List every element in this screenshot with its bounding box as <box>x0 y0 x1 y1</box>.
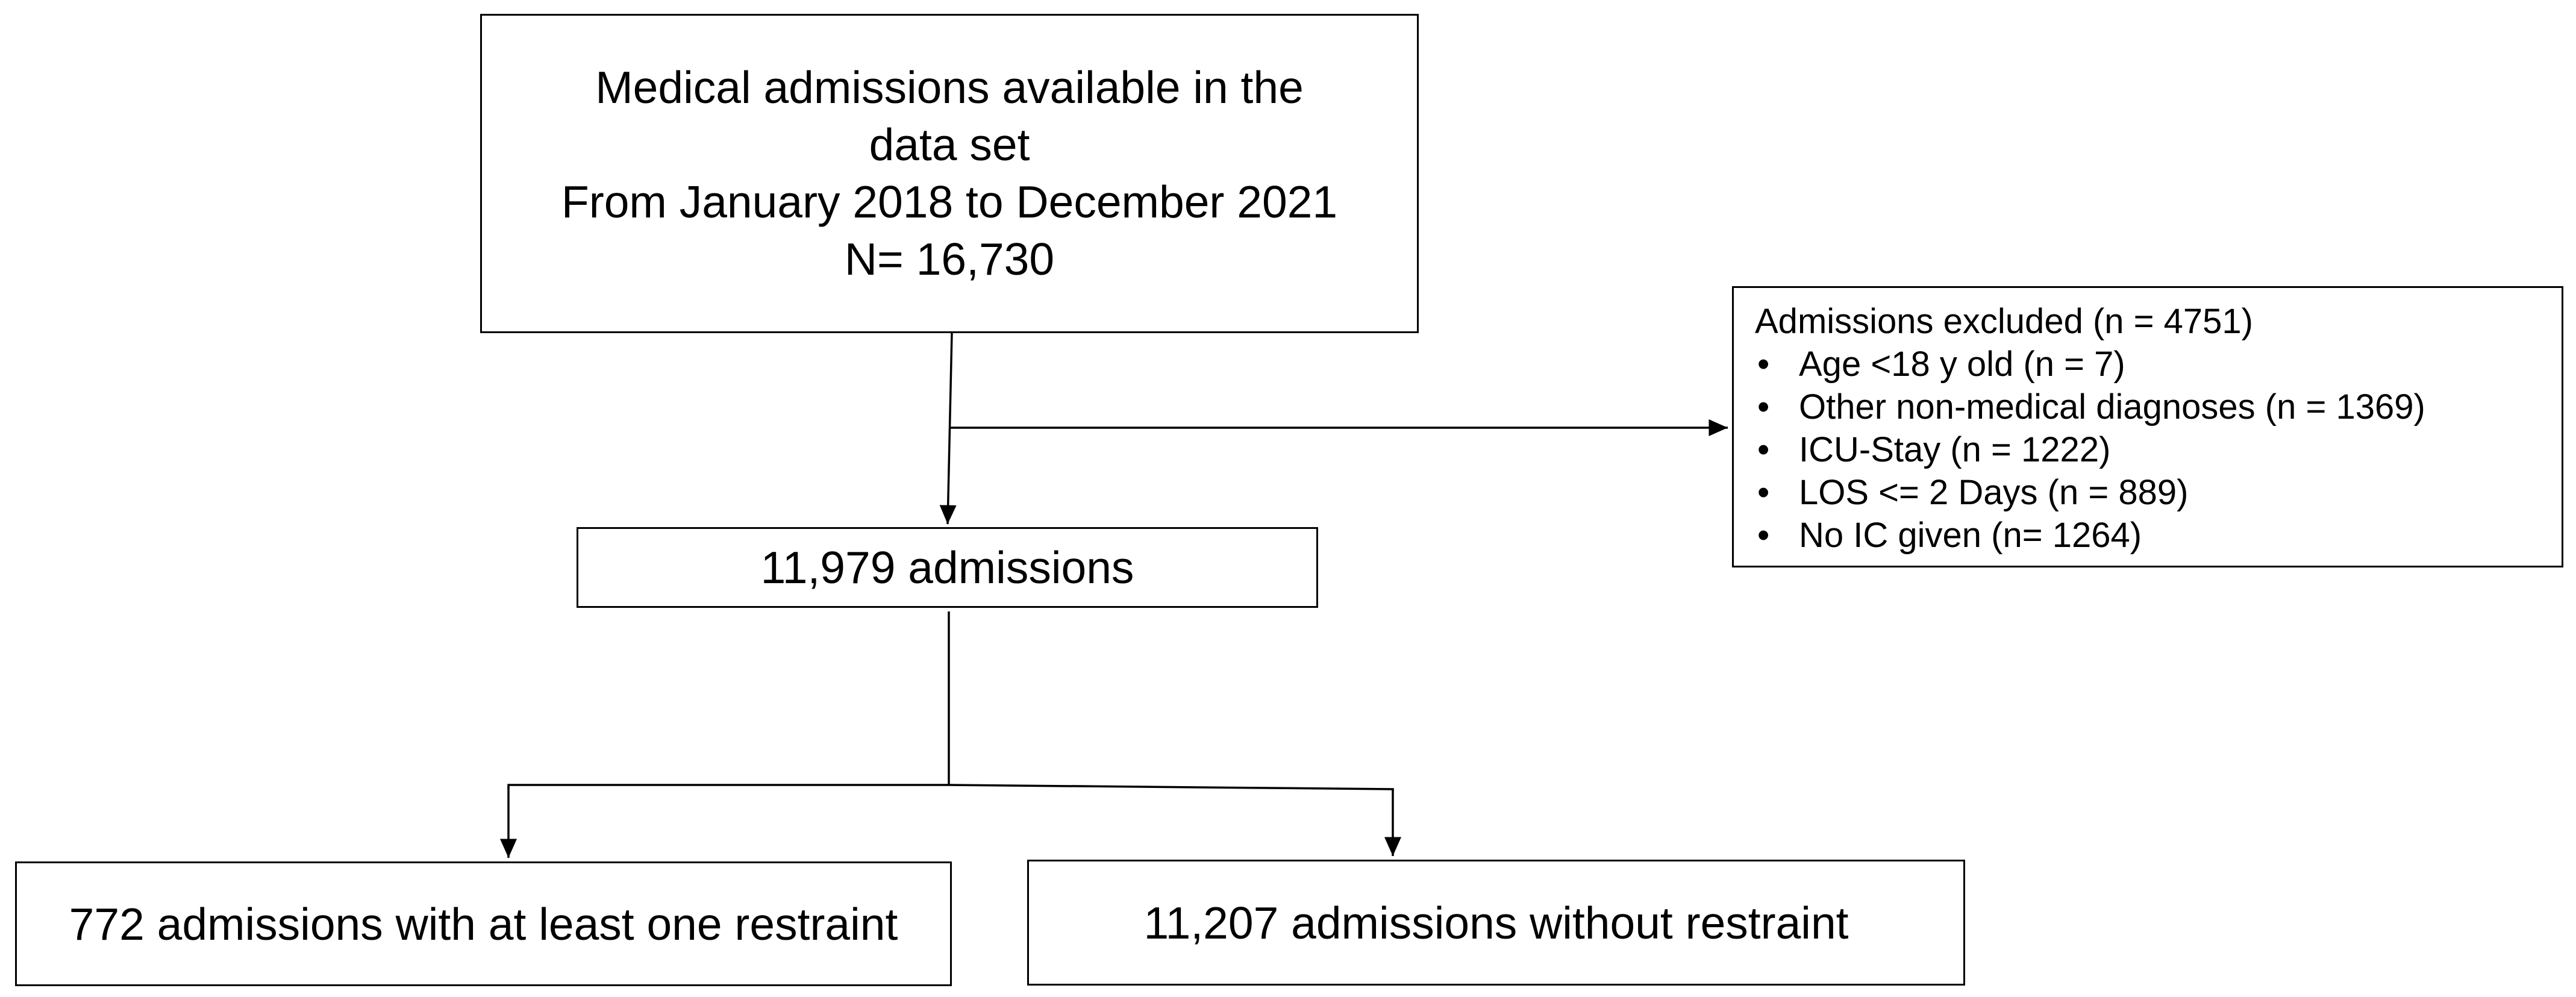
source-line-2: data set <box>869 119 1030 170</box>
source-line-1: Medical admissions available in the <box>595 62 1304 113</box>
restraint-label: 772 admissions with at least one restrai… <box>69 898 898 949</box>
connector-split-bar <box>507 784 1394 791</box>
connector-source-to-included <box>939 333 957 525</box>
no-restraint-admissions-box: 11,207 admissions without restraint <box>1027 860 1965 986</box>
bullet-icon: • <box>1757 345 1770 384</box>
exclusion-item: • Other non-medical diagnoses (n = 1369) <box>1755 386 2562 428</box>
exclusion-item: • ICU-Stay (n = 1222) <box>1755 428 2562 471</box>
bullet-icon: • <box>1757 430 1770 469</box>
included-admissions-box: 11,979 admissions <box>577 527 1318 608</box>
bullet-icon: • <box>1757 473 1770 512</box>
exclusion-item-label: ICU-Stay (n = 1222) <box>1799 430 2111 469</box>
exclusion-list: • Age <18 y old (n = 7) • Other non-medica… <box>1755 343 2562 557</box>
exclusion-item-label: LOS <= 2 Days (n = 889) <box>1799 473 2189 512</box>
no-restraint-label: 11,207 admissions without restraint <box>1143 897 1849 948</box>
excluded-admissions-box: Admissions excluded (n = 4751) • Age <18 … <box>1732 286 2563 567</box>
exclusion-item: • No IC given (n= 1264) <box>1755 514 2562 557</box>
included-label: 11,979 admissions <box>760 542 1134 593</box>
exclusion-item-label: Age <18 y old (n = 7) <box>1799 345 2125 384</box>
exclusion-item-label: No IC given (n= 1264) <box>1799 516 2142 555</box>
source-line-4: N= 16,730 <box>844 234 1055 284</box>
exclusion-item: • LOS <= 2 Days (n = 889) <box>1755 471 2562 514</box>
source-admissions-box: Medical admissions available in the data… <box>480 14 1419 333</box>
exclusion-item-label: Other non-medical diagnoses (n = 1369) <box>1799 387 2425 427</box>
bullet-icon: • <box>1757 387 1770 427</box>
source-line-3: From January 2018 to December 2021 <box>561 177 1338 227</box>
bullet-icon: • <box>1757 516 1770 555</box>
exclusion-item: • Age <18 y old (n = 7) <box>1755 343 2562 386</box>
excluded-title: Admissions excluded (n = 4751) <box>1755 302 2253 341</box>
restraint-admissions-box: 772 admissions with at least one restrai… <box>15 861 952 986</box>
